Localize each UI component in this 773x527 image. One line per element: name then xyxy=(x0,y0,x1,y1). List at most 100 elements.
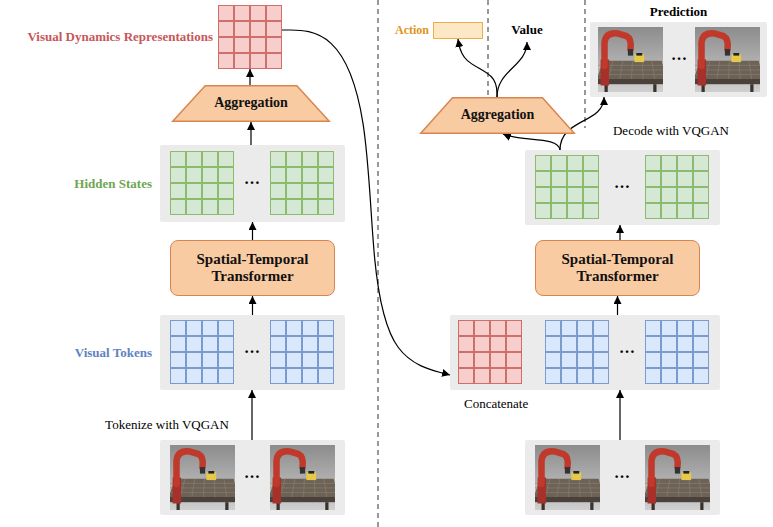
grid-cell xyxy=(319,369,334,384)
concatenated-tokens-panel: Concatenate xyxy=(450,315,720,390)
grid-cell xyxy=(319,353,334,368)
flow-arrow xyxy=(458,39,497,97)
grid-cell xyxy=(303,168,318,183)
grid-cell xyxy=(646,188,661,203)
grid-cell xyxy=(546,353,561,368)
red-token-grid xyxy=(219,6,282,69)
grid-cell xyxy=(319,200,334,215)
trapezoid-shape xyxy=(173,86,330,122)
grid-cell xyxy=(662,369,677,384)
grid-cell xyxy=(187,184,202,199)
grey-panel xyxy=(450,315,720,390)
grid-cell xyxy=(584,172,599,187)
grid-cell xyxy=(646,204,661,219)
grid-cell xyxy=(678,204,693,219)
grid-cell xyxy=(171,337,186,352)
ellipsis: … xyxy=(244,170,260,188)
grey-panel xyxy=(525,440,720,515)
grid-cell xyxy=(303,200,318,215)
layout-art xyxy=(160,0,767,527)
robot-frame-image xyxy=(590,502,593,510)
grid-cell xyxy=(578,369,593,384)
robot-frame-image xyxy=(169,445,239,510)
flow-arrow xyxy=(619,390,620,440)
robot-frame-image xyxy=(535,445,600,510)
grid-cell xyxy=(662,188,677,203)
flow-arrow xyxy=(252,296,253,315)
grid-cell xyxy=(694,353,709,368)
grid-cell xyxy=(251,22,266,37)
grid-cell xyxy=(319,184,334,199)
grid-cell xyxy=(171,369,186,384)
robot-frame-image xyxy=(277,451,303,484)
robot-frame-image xyxy=(573,471,579,474)
robot-frame-image xyxy=(597,27,667,92)
grid-cell xyxy=(303,369,318,384)
ellipsis: … xyxy=(244,464,260,482)
grid-cell xyxy=(203,353,218,368)
grid-cell xyxy=(459,337,474,352)
flow-arrow xyxy=(252,222,253,240)
grid-cell xyxy=(235,54,250,69)
grid-cell xyxy=(552,172,567,187)
grid-cell xyxy=(171,184,186,199)
robot-frame-image xyxy=(644,445,714,510)
grid-cell xyxy=(319,337,334,352)
grid-cell xyxy=(303,321,318,336)
flow-arrow xyxy=(617,296,618,315)
grid-cell xyxy=(594,369,609,384)
grid-cell xyxy=(646,321,661,336)
grid-cell xyxy=(568,204,583,219)
flow-arrow xyxy=(282,30,450,375)
grid-cell xyxy=(694,156,709,171)
grid-cell xyxy=(662,204,677,219)
grid-cell xyxy=(271,152,286,167)
grid-cell xyxy=(536,188,551,203)
grid-cell xyxy=(459,321,474,336)
grid-cell xyxy=(171,168,186,183)
grid-cell xyxy=(203,184,218,199)
green-token-grid xyxy=(271,152,334,215)
node-heading: Visual Tokens xyxy=(75,345,152,360)
robot-frame-image xyxy=(605,33,631,66)
grid-cell xyxy=(562,353,577,368)
grid-cell xyxy=(251,6,266,21)
grid-cell xyxy=(568,188,583,203)
grid-cell xyxy=(287,337,302,352)
grid-cell xyxy=(271,353,286,368)
grid-cell xyxy=(568,156,583,171)
grid-cell xyxy=(459,369,474,384)
action-box: Action xyxy=(433,22,483,39)
grid-cell xyxy=(287,168,302,183)
robot-frame-image xyxy=(628,49,633,56)
grid-cell xyxy=(475,337,490,352)
grid-cell xyxy=(507,353,522,368)
grid-cell xyxy=(171,152,186,167)
grid-cell xyxy=(594,337,609,352)
grid-cell xyxy=(187,200,202,215)
grid-cell xyxy=(187,152,202,167)
flow-arrow xyxy=(250,122,251,145)
grid-cell xyxy=(219,337,234,352)
grey-panel xyxy=(590,22,767,97)
ellipsis: … xyxy=(244,339,260,357)
grid-cell xyxy=(475,321,490,336)
grid-cell xyxy=(568,172,583,187)
node-title: Aggregation xyxy=(214,95,288,111)
grid-cell xyxy=(271,337,286,352)
grid-cell xyxy=(187,353,202,368)
robot-frame-image xyxy=(725,49,730,56)
grid-cell xyxy=(319,152,334,167)
blue-token-grid xyxy=(546,321,609,384)
grid-cell xyxy=(562,337,577,352)
grid-cell xyxy=(678,369,693,384)
grid-cell xyxy=(678,321,693,336)
grid-cell xyxy=(594,353,609,368)
grid-cell xyxy=(536,156,551,171)
connectors xyxy=(250,30,618,375)
ellipsis: … xyxy=(619,339,635,357)
ellipsis: … xyxy=(614,464,630,482)
transformer-box: Spatial-Temporal Transformer xyxy=(535,240,700,296)
grid-cell xyxy=(235,22,250,37)
robot-frame-image xyxy=(695,27,760,92)
